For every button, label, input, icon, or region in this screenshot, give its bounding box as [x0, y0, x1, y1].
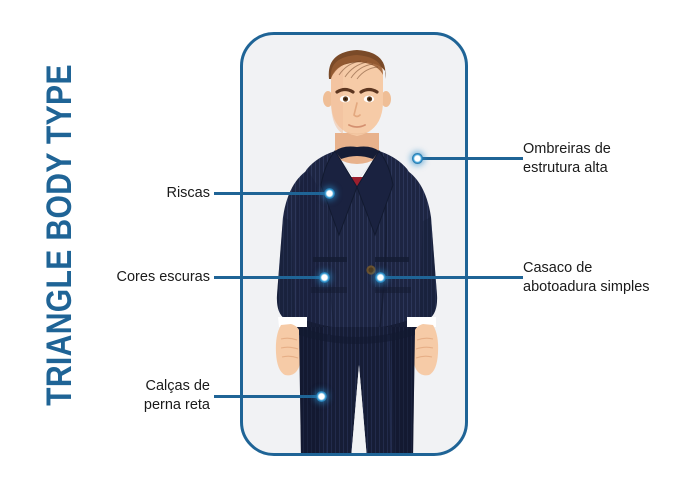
leader-line-ombreiras [417, 156, 523, 160]
hand-left [275, 324, 302, 376]
hair [328, 50, 386, 79]
callout-label-riscas: Riscas [166, 185, 210, 201]
cuff-right [407, 317, 436, 327]
hotspot-dot-ombreiras[interactable] [411, 152, 423, 164]
leader-line-cores-escuras [214, 275, 324, 279]
pocket-left [313, 257, 347, 262]
figure-frame [240, 32, 468, 456]
title-region: TRIANGLE BODY TYPE [0, 0, 110, 492]
eyebrow-right [359, 87, 379, 94]
hotspot-dot-calcas[interactable] [315, 390, 327, 402]
leader-line-casaco [380, 275, 523, 279]
callout-label-casaco: Casaco de abotoadura simples [523, 260, 650, 295]
cuff-left [278, 317, 307, 327]
lapel-right [357, 151, 393, 235]
leader-line-calcas [214, 394, 321, 398]
callout-label-cores-escuras: Cores escuras [116, 269, 210, 285]
pocket-right [375, 257, 409, 262]
man-illustration [275, 50, 439, 453]
callout-label-ombreiras: Ombreiras de estrutura alta [523, 141, 611, 176]
leader-line-riscas [214, 191, 329, 195]
eyebrow-left [335, 87, 355, 94]
hotspot-dot-cores-escuras[interactable] [318, 271, 330, 283]
hotspot-dot-riscas[interactable] [323, 187, 335, 199]
lapel-left [321, 151, 357, 235]
page-title: TRIANGLE BODY TYPE [40, 64, 79, 406]
hotspot-dot-casaco[interactable] [374, 271, 386, 283]
hand-right [412, 324, 439, 376]
face [331, 57, 383, 136]
callout-label-calcas: Calças de perna reta [143, 378, 210, 413]
